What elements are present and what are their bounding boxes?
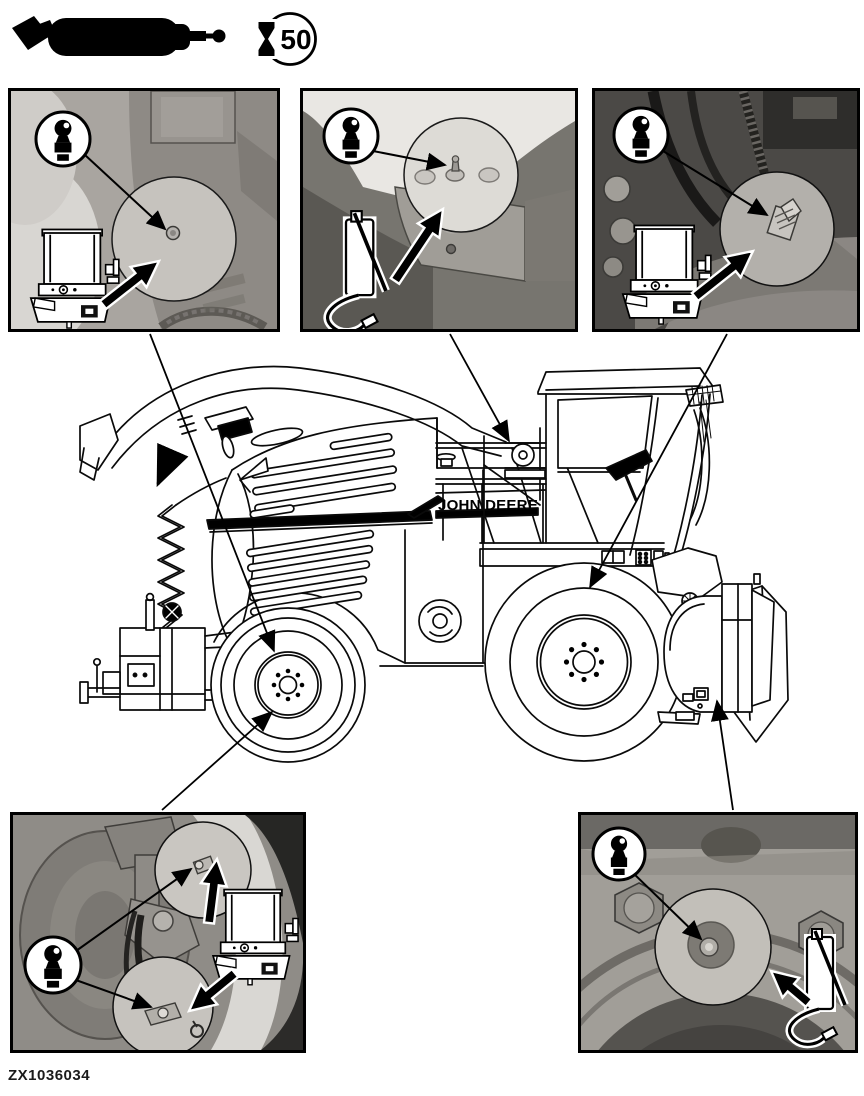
grease-fitting: [414, 155, 500, 185]
spout-rotation-arrow-icon: [156, 442, 189, 488]
callout-line-rear-wheel: [589, 333, 728, 589]
cab: [479, 367, 724, 584]
spout-base: [483, 427, 546, 544]
grease-fitting-icon: [322, 107, 380, 165]
round-emblem: [418, 599, 462, 643]
figure-code: ZX1036034: [8, 1067, 91, 1084]
grease-fitting: [165, 225, 181, 241]
grease-fitting: [687, 921, 735, 969]
pointer-arrow: [630, 870, 703, 941]
front-wheel: [210, 607, 366, 763]
photo-inset-top-center: [300, 88, 578, 332]
black-arrow-icon: [768, 969, 814, 1009]
hourglass-icon: [258, 22, 275, 56]
callout-line-front-axle-bottom: [161, 710, 274, 811]
grease-fitting-icon: [34, 110, 92, 168]
black-arrow-icon: [690, 249, 756, 303]
grease-fitting-icon: [612, 106, 670, 164]
rear-hitch: [79, 592, 253, 711]
callout-line-rear-axle: [710, 699, 734, 811]
pointer-arrow-bottom: [72, 978, 153, 1010]
photo-inset-top-left: [8, 88, 280, 332]
coiled-hose: [157, 477, 227, 652]
photo-inset-bottom-left: [10, 812, 306, 1053]
header-service-symbols: 50: [12, 12, 317, 66]
grease-gun-icon: [12, 16, 226, 56]
black-arrow-icon: [98, 259, 162, 311]
black-arrow-up-icon: [198, 856, 229, 925]
pointer-arrow-top: [75, 867, 193, 952]
grease-fitting-icon: [23, 935, 83, 995]
service-interval-badge: 50: [256, 12, 317, 66]
grease-fitting-icon: [591, 826, 647, 882]
discharge-spout: [79, 365, 507, 481]
grease-fitting-top: [192, 855, 216, 875]
rear-wheel: [484, 562, 684, 762]
black-arrow-down-icon: [186, 967, 240, 1013]
pointer-arrow: [84, 154, 167, 231]
grease-fitting: [766, 198, 802, 241]
grease-fitting-bottom: [144, 1002, 204, 1038]
pointer-arrow: [662, 150, 769, 217]
highlight-circle-bottom: [112, 956, 214, 1050]
pointer-arrow: [372, 150, 447, 171]
callout-line-front-axle-top: [149, 333, 276, 653]
interval-hours-value: 50: [280, 24, 311, 55]
hood-louvers: [245, 432, 398, 617]
callout-lines: [149, 333, 734, 811]
photo-inset-top-right: [592, 88, 860, 332]
rear-drive-unit: [651, 547, 789, 743]
callout-line-platform: [449, 333, 510, 443]
photo-inset-bottom-right: [578, 812, 858, 1053]
side-trim-stripe: [206, 510, 433, 530]
black-arrow-icon: [389, 206, 445, 286]
machine-body: JOHN DEERE: [206, 417, 599, 667]
brand-label: JOHN DEERE: [438, 497, 538, 514]
